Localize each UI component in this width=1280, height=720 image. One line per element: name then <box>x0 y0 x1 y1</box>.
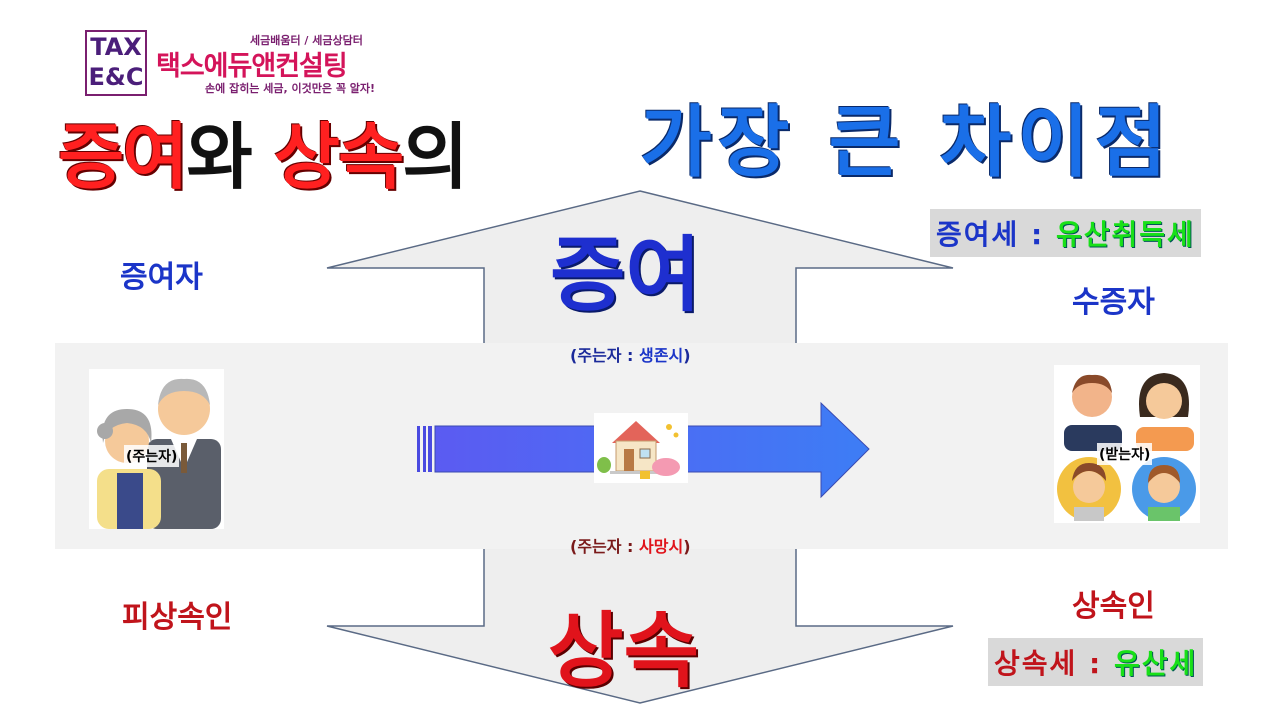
inherit-condition: (주는자 : 사망시) <box>570 533 691 557</box>
inherit-tax-prefix: 상속세 : <box>994 647 1114 680</box>
inherit-condition-prefix: (주는자 : <box>570 537 640 556</box>
logo-mark: TAX E&C <box>85 30 147 96</box>
logo-mark-line2: E&C <box>88 63 144 91</box>
inherit-receiver-label: 상속인 <box>1072 589 1155 624</box>
gift-giver-label: 증여자 <box>120 260 203 295</box>
title-connector: 와 <box>186 115 274 199</box>
inherit-tax-type: 유산세 <box>1113 647 1198 680</box>
logo-company-name: 택스에듀앤컨설팅 <box>156 51 348 82</box>
gift-tax-box: 증여세 : 유산취득세 <box>930 209 1201 257</box>
inherit-tax-box: 상속세 : 유산세 <box>988 638 1204 686</box>
logo-slogan: 손에 잡히는 세금, 이것만은 꼭 알자! <box>205 82 376 95</box>
title-gift-word: 증여 <box>58 115 188 199</box>
gift-condition-value: 생존시 <box>639 346 684 365</box>
gift-condition: (주는자 : 생존시) <box>570 342 691 366</box>
gift-big-label: 증여 <box>550 228 701 323</box>
gift-tax-prefix: 증여세 : <box>936 218 1056 251</box>
house-money-icon <box>594 413 688 483</box>
logo-tagline: 세금배움터 / 세금상담터 <box>250 34 363 47</box>
gift-condition-prefix: (주는자 : <box>570 346 640 365</box>
logo-mark-line1: TAX <box>90 33 142 61</box>
gift-tax-type: 유산취득세 <box>1055 218 1195 251</box>
giver-tag: (주는자) <box>124 445 180 467</box>
page-title: 증여와 상속의 <box>58 98 469 203</box>
inherit-condition-value: 사망시 <box>639 537 684 556</box>
inherit-big-label: 상속 <box>548 604 699 699</box>
title-inherit-word: 상속 <box>273 115 404 199</box>
page-subtitle: 가장 큰 차이점 <box>640 98 1173 188</box>
receiver-tag: (받는자) <box>1097 443 1153 465</box>
inherit-giver-label: 피상속인 <box>122 600 233 635</box>
inherit-condition-suffix: ) <box>683 537 691 556</box>
inherit-arrow-shape <box>326 547 954 704</box>
gift-condition-suffix: ) <box>683 346 691 365</box>
giver-elderly-couple-icon <box>89 369 224 529</box>
receiver-family-icon <box>1054 365 1200 523</box>
gift-receiver-label: 수증자 <box>1072 285 1155 320</box>
title-suffix: 의 <box>402 115 468 199</box>
